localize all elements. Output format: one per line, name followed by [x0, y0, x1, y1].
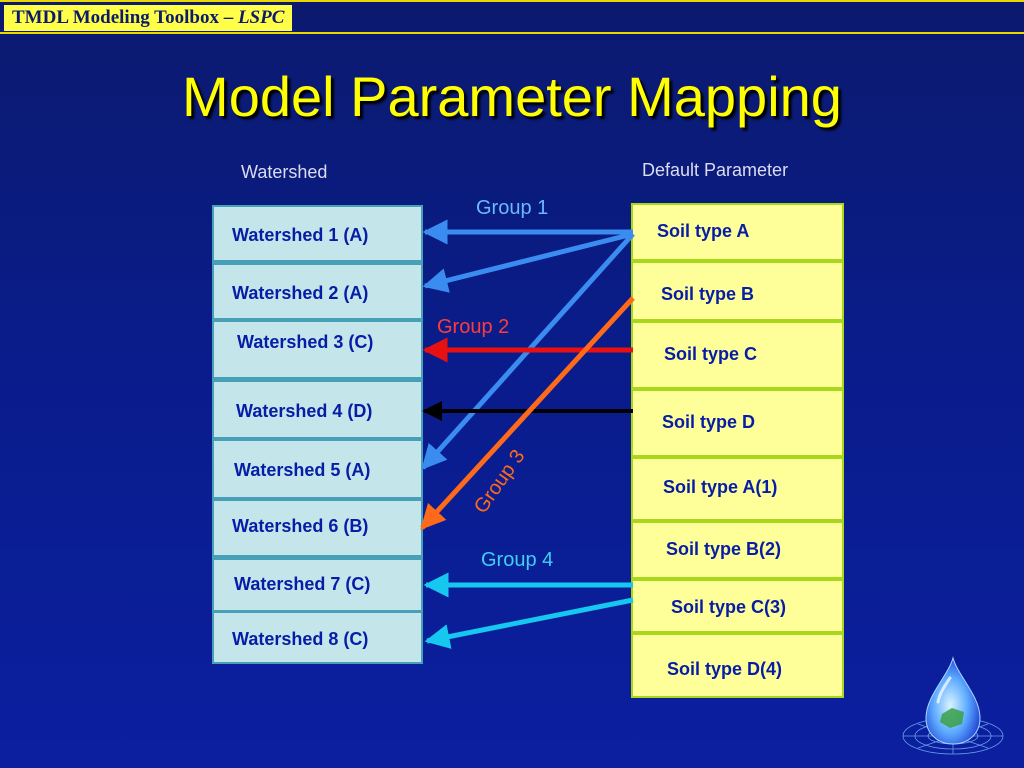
parameter-label: Soil type C(3) — [671, 597, 787, 617]
parameter-label: Soil type D — [662, 412, 756, 432]
watershed-box: Watershed 7 (C) — [214, 560, 421, 610]
group3-arrow-watershed6 — [420, 296, 635, 530]
group-label-2: Group 2 — [437, 316, 510, 338]
parameter-label: Soil type A(1) — [663, 477, 778, 497]
watershed-box: Watershed 8 (C) — [214, 613, 421, 662]
watershed-box: Watershed 4 (D) — [214, 382, 421, 437]
watershed-box: Watershed 2 (A) — [214, 265, 421, 318]
parameter-box: Soil type D — [633, 391, 842, 455]
parameter-box: Soil type A — [633, 205, 842, 259]
group4-arrow-watershed8 — [424, 597, 634, 649]
watershed-box: Watershed 6 (B) — [214, 501, 421, 555]
parameter-box: Soil type D(4) — [633, 635, 842, 696]
parameter-label: Soil type B(2) — [666, 539, 782, 559]
parameter-box: Soil type C(3) — [633, 581, 842, 631]
watershed-label: Watershed 8 (C) — [232, 629, 369, 649]
watershed-heading: Watershed — [241, 162, 328, 182]
parameter-label: Soil type D(4) — [667, 659, 783, 679]
parameter-label: Soil type A — [657, 221, 750, 241]
header-label: TMDL Modeling Toolbox – LSPC — [4, 5, 293, 31]
watershed-label: Watershed 4 (D) — [236, 401, 373, 421]
watershed-box: Watershed 1 (A) — [214, 207, 421, 260]
parameter-heading: Default Parameter — [642, 160, 789, 180]
toolbox-logo — [902, 656, 1004, 755]
group-label-4: Group 4 — [481, 549, 554, 571]
watershed-label: Watershed 1 (A) — [232, 225, 369, 245]
watershed-label: Watershed 2 (A) — [232, 283, 369, 303]
parameter-box: Soil type B — [633, 263, 842, 319]
watershed-label: Watershed 5 (A) — [234, 460, 371, 480]
header-emphasis: LSPC — [237, 7, 285, 28]
watershed-column: Watershed 1 (A) Watershed 2 (A) Watershe… — [212, 205, 423, 664]
watershed-label: Watershed 3 (C) — [237, 332, 374, 352]
watershed-label: Watershed 7 (C) — [234, 574, 371, 594]
group1-arrow-watershed2 — [422, 231, 634, 293]
header-bar: TMDL Modeling Toolbox – LSPC — [0, 0, 1024, 34]
watershed-box: Watershed 5 (A) — [214, 441, 421, 497]
parameter-box: Soil type A(1) — [633, 459, 842, 519]
parameter-label: Soil type B — [661, 284, 755, 304]
parameter-column: Soil type A Soil type B Soil type C Soil… — [631, 203, 844, 698]
watershed-box: Watershed 3 (C) — [214, 322, 421, 377]
parameter-label: Soil type C — [664, 344, 758, 364]
parameter-box: Soil type B(2) — [633, 523, 842, 577]
parameter-box: Soil type C — [633, 323, 842, 387]
header-prefix: TMDL Modeling Toolbox – — [12, 7, 238, 28]
watershed-label: Watershed 6 (B) — [232, 516, 369, 536]
slide-title: Model Parameter Mapping — [182, 65, 842, 128]
group-label-1: Group 1 — [476, 197, 549, 219]
